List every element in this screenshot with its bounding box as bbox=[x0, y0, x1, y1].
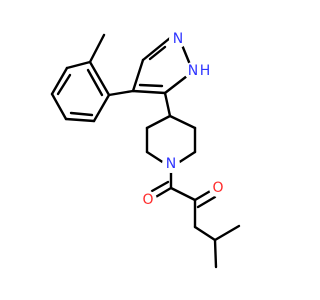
bond-benzene-5 bbox=[92, 93, 111, 123]
bond-pyrazole-4 bbox=[163, 74, 189, 95]
bond-pyrazole-2 bbox=[141, 36, 172, 62]
bond-benzene-1 bbox=[65, 60, 92, 70]
bond-pyrazole-piperidine bbox=[163, 91, 172, 118]
bond-methyl-benzene bbox=[88, 33, 106, 64]
atom-pyrazole-n: N bbox=[169, 30, 187, 48]
bond-carbonyl1-o-double bbox=[150, 180, 170, 193]
bond-carbonyl1-carbonyl2 bbox=[169, 186, 197, 202]
chemical-structure-canvas: N N H N O O bbox=[50, 30, 241, 269]
bond-benzene-double-3 bbox=[86, 68, 104, 97]
bond-piperidine-3 bbox=[145, 150, 166, 165]
bond-ch-ch3-b bbox=[213, 238, 218, 269]
atom-label-ketone-o2: O bbox=[212, 180, 223, 196]
bond-pyrazole-double-1 bbox=[148, 45, 167, 61]
bond-piperidine-1 bbox=[145, 114, 172, 130]
bond-piperidine-4 bbox=[176, 150, 197, 165]
bond-pyrazole-1 bbox=[131, 58, 145, 93]
molecule-diagram: N N H N O O bbox=[50, 30, 241, 269]
bond-carbonyl2-o-double bbox=[196, 195, 217, 209]
bond-benzene-6 bbox=[88, 60, 111, 97]
bond-pyrazole-5 bbox=[131, 89, 167, 95]
bond-benzene-double-2 bbox=[69, 111, 94, 117]
atom-pyrazole-nh: N H bbox=[184, 62, 213, 80]
atom-label-pyrazole-n: N bbox=[173, 31, 183, 47]
atom-label-pyrazole-nh: N bbox=[188, 63, 198, 79]
atom-piperidine-n: N bbox=[162, 155, 180, 173]
bond-benzene-pyrazole bbox=[107, 89, 135, 97]
atom-label-ketone-o1: O bbox=[142, 192, 153, 208]
bond-benzene-3 bbox=[50, 92, 68, 121]
bond-carbonyl1-o bbox=[152, 186, 173, 200]
bond-ch2-ch bbox=[193, 225, 217, 242]
atom-ketone-o2: O bbox=[209, 179, 227, 197]
atom-label-pyrazole-h: H bbox=[200, 63, 211, 79]
bond-benzene-4 bbox=[64, 117, 96, 123]
bond-pyrazole-double-2 bbox=[138, 83, 164, 88]
bond-carbonyl2-o bbox=[193, 188, 214, 202]
bond-ch-ch3-a bbox=[213, 224, 241, 242]
bond-benzene-double-1 bbox=[56, 73, 72, 96]
atom-ketone-o1: O bbox=[139, 191, 157, 209]
bond-benzene-2 bbox=[50, 66, 69, 96]
bond-piperidine-6 bbox=[168, 114, 197, 130]
atom-label-piperidine-n: N bbox=[166, 156, 176, 172]
